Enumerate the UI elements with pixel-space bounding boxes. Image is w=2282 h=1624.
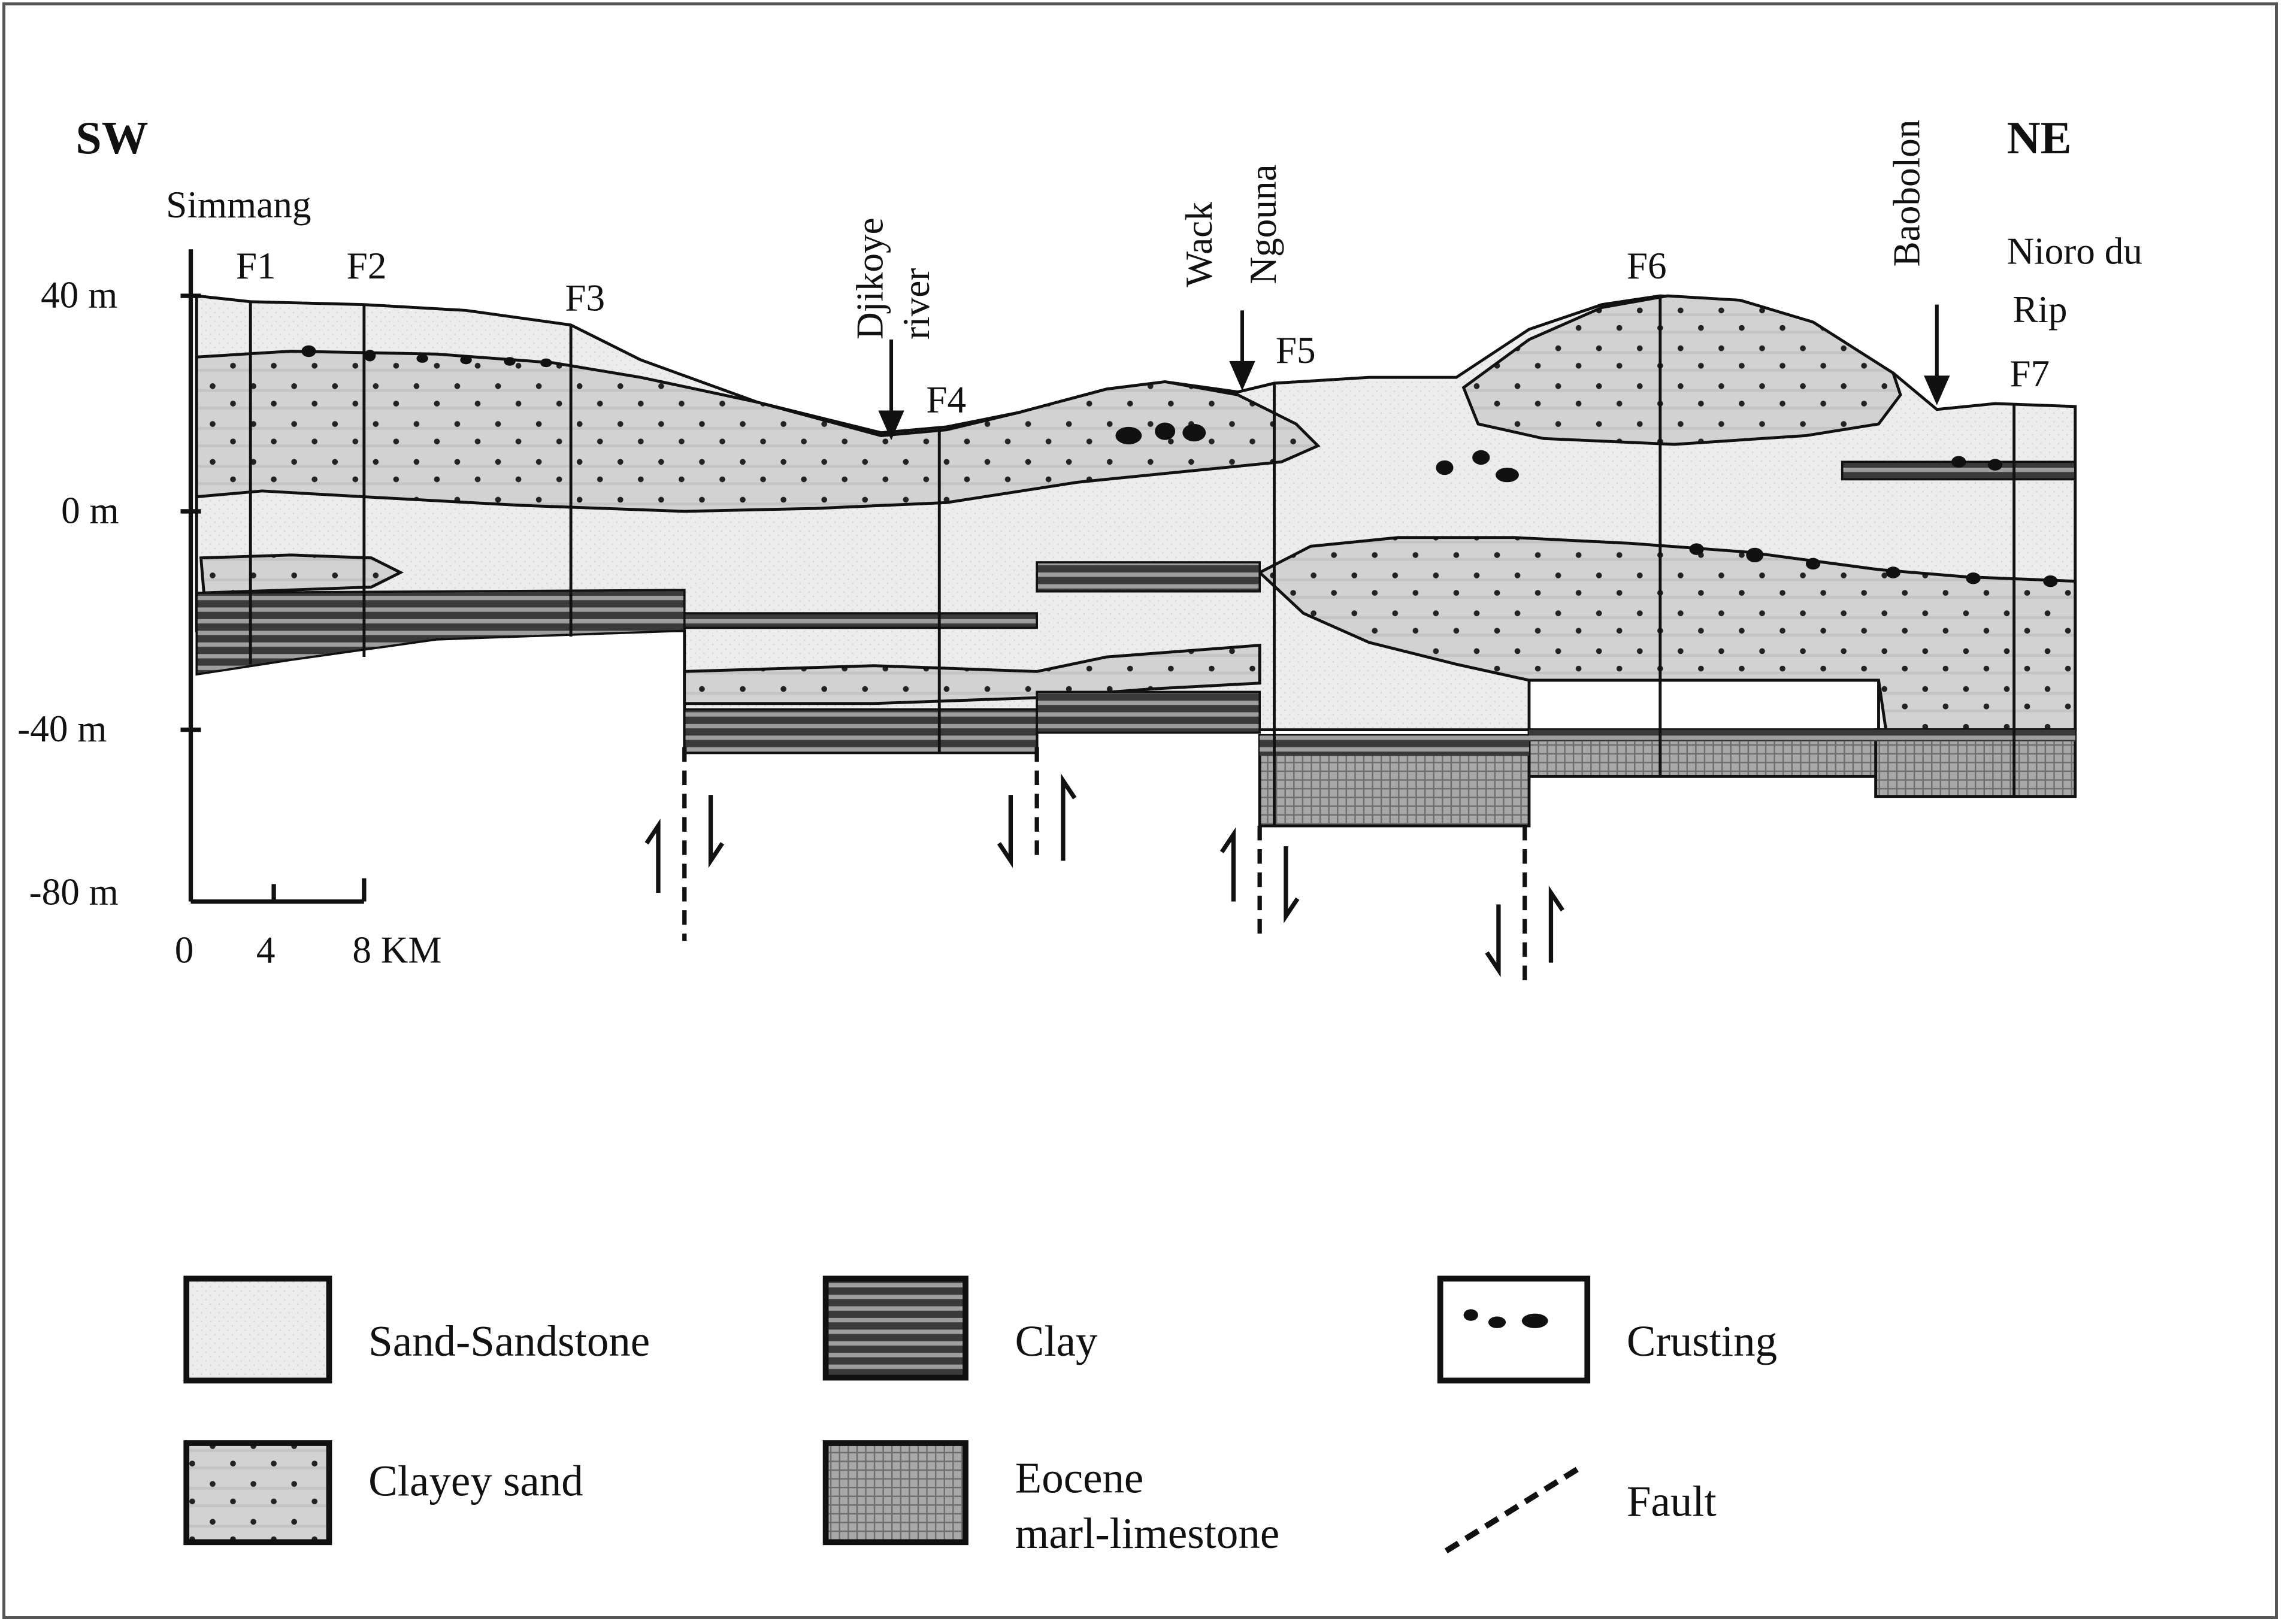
legend-item-crusting: Crusting — [1437, 1275, 1777, 1384]
locality-wack: Wack — [1178, 202, 1220, 287]
legend-swatch-eocene — [822, 1440, 969, 1546]
clayey-sand-sw-lens — [199, 553, 404, 595]
well-label-f1: F1 — [236, 245, 276, 287]
well-label-f2: F2 — [347, 245, 387, 287]
elevation-label-0: 0 m — [61, 489, 119, 531]
scale-label-0: 0 — [175, 929, 194, 971]
clay-band-f4-thin — [683, 612, 1038, 629]
legend-label-eocene-line2: marl-limestone — [1015, 1509, 1280, 1558]
clay-band-sw — [195, 589, 686, 676]
legend-item-clay: Clay — [822, 1275, 1098, 1381]
clayey-sand-ne-hill — [1461, 294, 1902, 446]
legend: Sand-Sandstone Clay Crusting Clayey sand… — [183, 1275, 1777, 1558]
clay-band-f45 — [1036, 561, 1261, 593]
well-label-f7: F7 — [2009, 353, 2050, 395]
legend-label-clay: Clay — [1015, 1317, 1098, 1365]
locality-nioro-line1: Nioro du — [2006, 231, 2142, 272]
legend-item-eocene: Eocene marl-limestone — [822, 1440, 1280, 1558]
legend-label-eocene-line1: Eocene — [1015, 1454, 1144, 1502]
orientation-ne: NE — [2006, 112, 2071, 163]
legend-swatch-clayey-sand — [183, 1440, 332, 1546]
well-label-f5: F5 — [1276, 329, 1316, 371]
clay-cap-f6 — [1529, 729, 2075, 742]
crusting-nodules — [301, 345, 2058, 587]
legend-swatch-crusting — [1437, 1275, 1591, 1384]
legend-label-sand: Sand-Sandstone — [368, 1317, 650, 1365]
elevation-label-minus40: -40 m — [17, 708, 107, 750]
locality-djikoye: Djikoye — [849, 217, 891, 340]
well-label-f4: F4 — [926, 379, 966, 421]
elevation-label-minus80: -80 m — [29, 871, 119, 913]
locality-nioro-line2: Rip — [2012, 289, 2067, 331]
locality-simmang: Simmang — [166, 184, 311, 226]
scale-bar — [190, 878, 367, 904]
legend-item-fault: Fault — [1444, 1467, 1717, 1554]
legend-item-clayey-sand: Clayey sand — [183, 1440, 583, 1546]
legend-swatch-clay — [822, 1275, 969, 1381]
clay-cap-f5 — [1260, 735, 1529, 756]
scale-label-8km: 8 KM — [352, 929, 441, 971]
legend-label-clayey-sand: Clayey sand — [368, 1457, 583, 1505]
legend-swatch-fault — [1444, 1467, 1579, 1554]
orientation-sw: SW — [75, 112, 148, 163]
legend-item-sand: Sand-Sandstone — [183, 1275, 650, 1384]
faults — [682, 747, 1527, 980]
clay-band-f45-lower — [1036, 690, 1261, 734]
clayey-sand-ne-lower — [1257, 536, 2077, 732]
locality-ngouna: Ngouna — [1242, 165, 1284, 284]
scale-label-4: 4 — [256, 929, 276, 971]
legend-label-crusting: Crusting — [1627, 1317, 1777, 1365]
well-lines — [249, 296, 2016, 826]
legend-swatch-sand — [183, 1275, 332, 1384]
locality-baobolon: Baobolon — [1886, 120, 1928, 267]
elevation-label-40: 40 m — [41, 274, 117, 316]
section-labels: SW NE Simmang Nioro du Rip Djikoye river… — [17, 112, 2142, 971]
clay-band-f4-lower — [683, 708, 1038, 755]
legend-label-fault: Fault — [1627, 1477, 1717, 1526]
clayey-sand-upper-lens — [195, 350, 1321, 513]
locality-djikoye-river: river — [895, 268, 937, 340]
locality-arrows — [878, 304, 1950, 441]
elevation-axis — [180, 249, 201, 902]
clayey-sand-f4-lens — [683, 643, 1261, 705]
well-label-f6: F6 — [1627, 245, 1667, 287]
cross-section-layers — [195, 294, 2077, 980]
well-label-f3: F3 — [565, 277, 605, 319]
fault-arrows — [644, 773, 1564, 977]
